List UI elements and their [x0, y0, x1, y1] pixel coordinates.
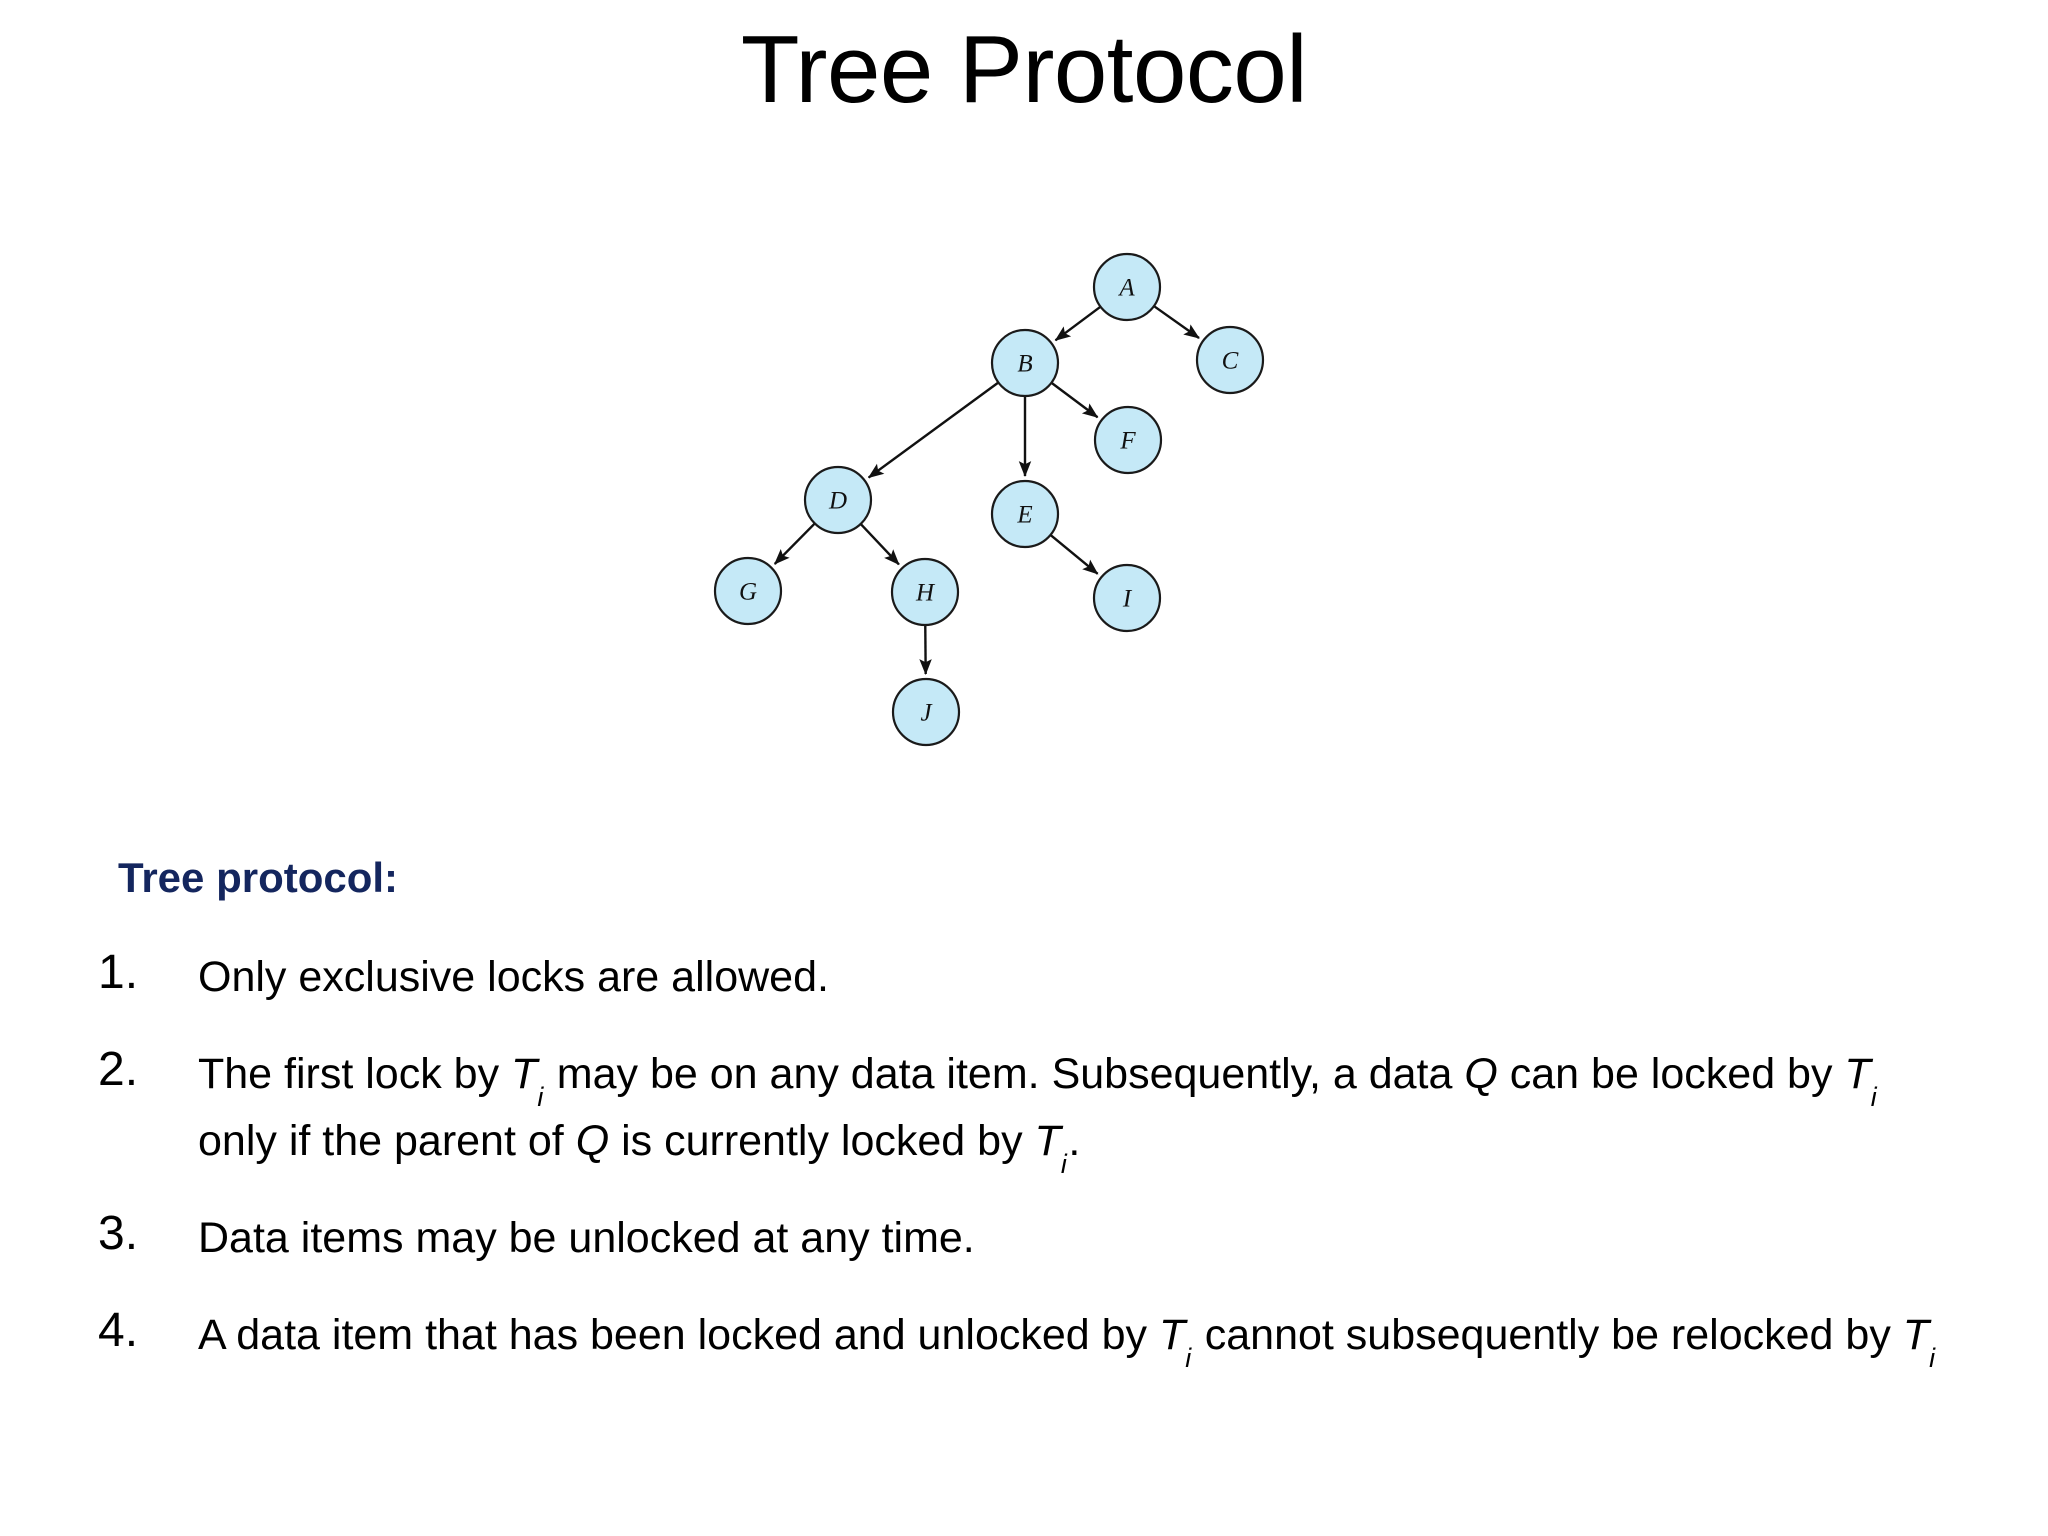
- rule-text-3: Data items may be unlocked at any time.: [198, 1214, 975, 1262]
- protocol-rule-2: 2. The first lock by Ti may be on any dat…: [0, 1041, 2048, 1179]
- rule-subscript-2-2: i: [537, 1081, 544, 1112]
- rule-variable-2-4: Q: [1464, 1050, 1498, 1098]
- rule-subscript-2-12: i: [1060, 1148, 1067, 1179]
- tree-node-circle-h[interactable]: [890, 557, 960, 627]
- tree-node-e[interactable]: E: [990, 479, 1060, 549]
- rule-variable-2-9: Q: [575, 1117, 610, 1165]
- tree-node-circle-e[interactable]: [990, 479, 1060, 549]
- tree-node-c[interactable]: C: [1195, 325, 1265, 395]
- protocol-rule-4: 4. A data item that has been locked and u…: [0, 1302, 2048, 1373]
- tree-node-circle-i[interactable]: [1092, 563, 1162, 633]
- tree-edge-B-F: [1050, 381, 1099, 419]
- tree-node-circle-d[interactable]: [803, 465, 873, 535]
- rule-number-2: 2.: [98, 1043, 139, 1096]
- tree-edge-A-B: [1054, 305, 1102, 342]
- rule-variable-2-6: T: [1844, 1050, 1871, 1098]
- tree-node-label-d: D: [828, 488, 847, 515]
- rule-variable-4-4: T: [1902, 1311, 1930, 1359]
- tree-node-label-i: I: [1122, 586, 1133, 613]
- tree-node-circle-b[interactable]: [990, 328, 1060, 398]
- rule-subscript-4-5: i: [1929, 1342, 1935, 1373]
- tree-node-circle-c[interactable]: [1195, 325, 1265, 395]
- tree-node-circle-j[interactable]: [891, 677, 961, 747]
- protocol-rule-1: 1. Only exclusive locks are allowed.: [0, 944, 2048, 1011]
- tree-edge-D-H: [859, 523, 900, 566]
- tree-node-label-h: H: [915, 580, 936, 607]
- tree-node-j[interactable]: J: [891, 677, 961, 747]
- tree-node-circle-a[interactable]: [1092, 252, 1162, 322]
- tree-diagram-canvas: A B C F D E G H I J: [713, 252, 1265, 747]
- tree-node-h[interactable]: H: [890, 557, 960, 627]
- tree-node-f[interactable]: F: [1093, 405, 1163, 475]
- tree-node-a[interactable]: A: [1092, 252, 1162, 322]
- tree-node-layer: A B C F D E G H I J: [713, 252, 1265, 747]
- rule-text-1: Only exclusive locks are allowed.: [198, 953, 829, 1001]
- tree-edge-B-D: [867, 381, 1000, 479]
- rule-subscript-4-2: i: [1185, 1342, 1192, 1373]
- tree-node-circle-g[interactable]: [713, 556, 783, 626]
- rule-text-4: A data item that has been locked and unl…: [198, 1311, 1935, 1373]
- rule-variable-2-11: T: [1034, 1117, 1061, 1165]
- tree-edge-E-I: [1049, 534, 1099, 575]
- tree-edge-A-C: [1153, 305, 1200, 340]
- page-title: Tree Protocol: [740, 16, 1308, 123]
- tree-node-label-c: C: [1222, 348, 1239, 375]
- tree-diagram: A B C F D E G H I J: [713, 252, 1265, 747]
- tree-edge-D-G: [773, 522, 816, 565]
- tree-node-b[interactable]: B: [990, 328, 1060, 398]
- rule-number-3: 3.: [98, 1207, 139, 1260]
- tree-node-i[interactable]: I: [1092, 563, 1162, 633]
- tree-node-circle-f[interactable]: [1093, 405, 1163, 475]
- rule-number-4: 4.: [98, 1304, 139, 1357]
- tree-node-label-b: B: [1017, 351, 1032, 378]
- rule-text-2: The first lock by Ti may be on any data …: [198, 1050, 1877, 1179]
- tree-node-label-a: A: [1117, 275, 1135, 302]
- protocol-heading: Tree protocol:: [118, 854, 399, 901]
- rule-variable-4-1: T: [1159, 1311, 1186, 1359]
- protocol-rule-list: 1. Only exclusive locks are allowed. 2. The…: [0, 944, 2048, 1373]
- rule-number-1: 1.: [98, 946, 139, 999]
- tree-node-label-g: G: [739, 579, 757, 606]
- protocol-rule-3: 3. Data items may be unlocked at any time…: [0, 1205, 2048, 1272]
- tree-edge-layer: [773, 305, 1200, 675]
- rule-subscript-2-7: i: [1870, 1081, 1877, 1112]
- tree-node-d[interactable]: D: [803, 465, 873, 535]
- tree-node-g[interactable]: G: [713, 556, 783, 626]
- rule-variable-2-1: T: [511, 1050, 538, 1098]
- tree-node-label-e: E: [1016, 502, 1032, 529]
- tree-node-label-j: J: [920, 700, 933, 727]
- tree-node-label-f: F: [1119, 428, 1136, 455]
